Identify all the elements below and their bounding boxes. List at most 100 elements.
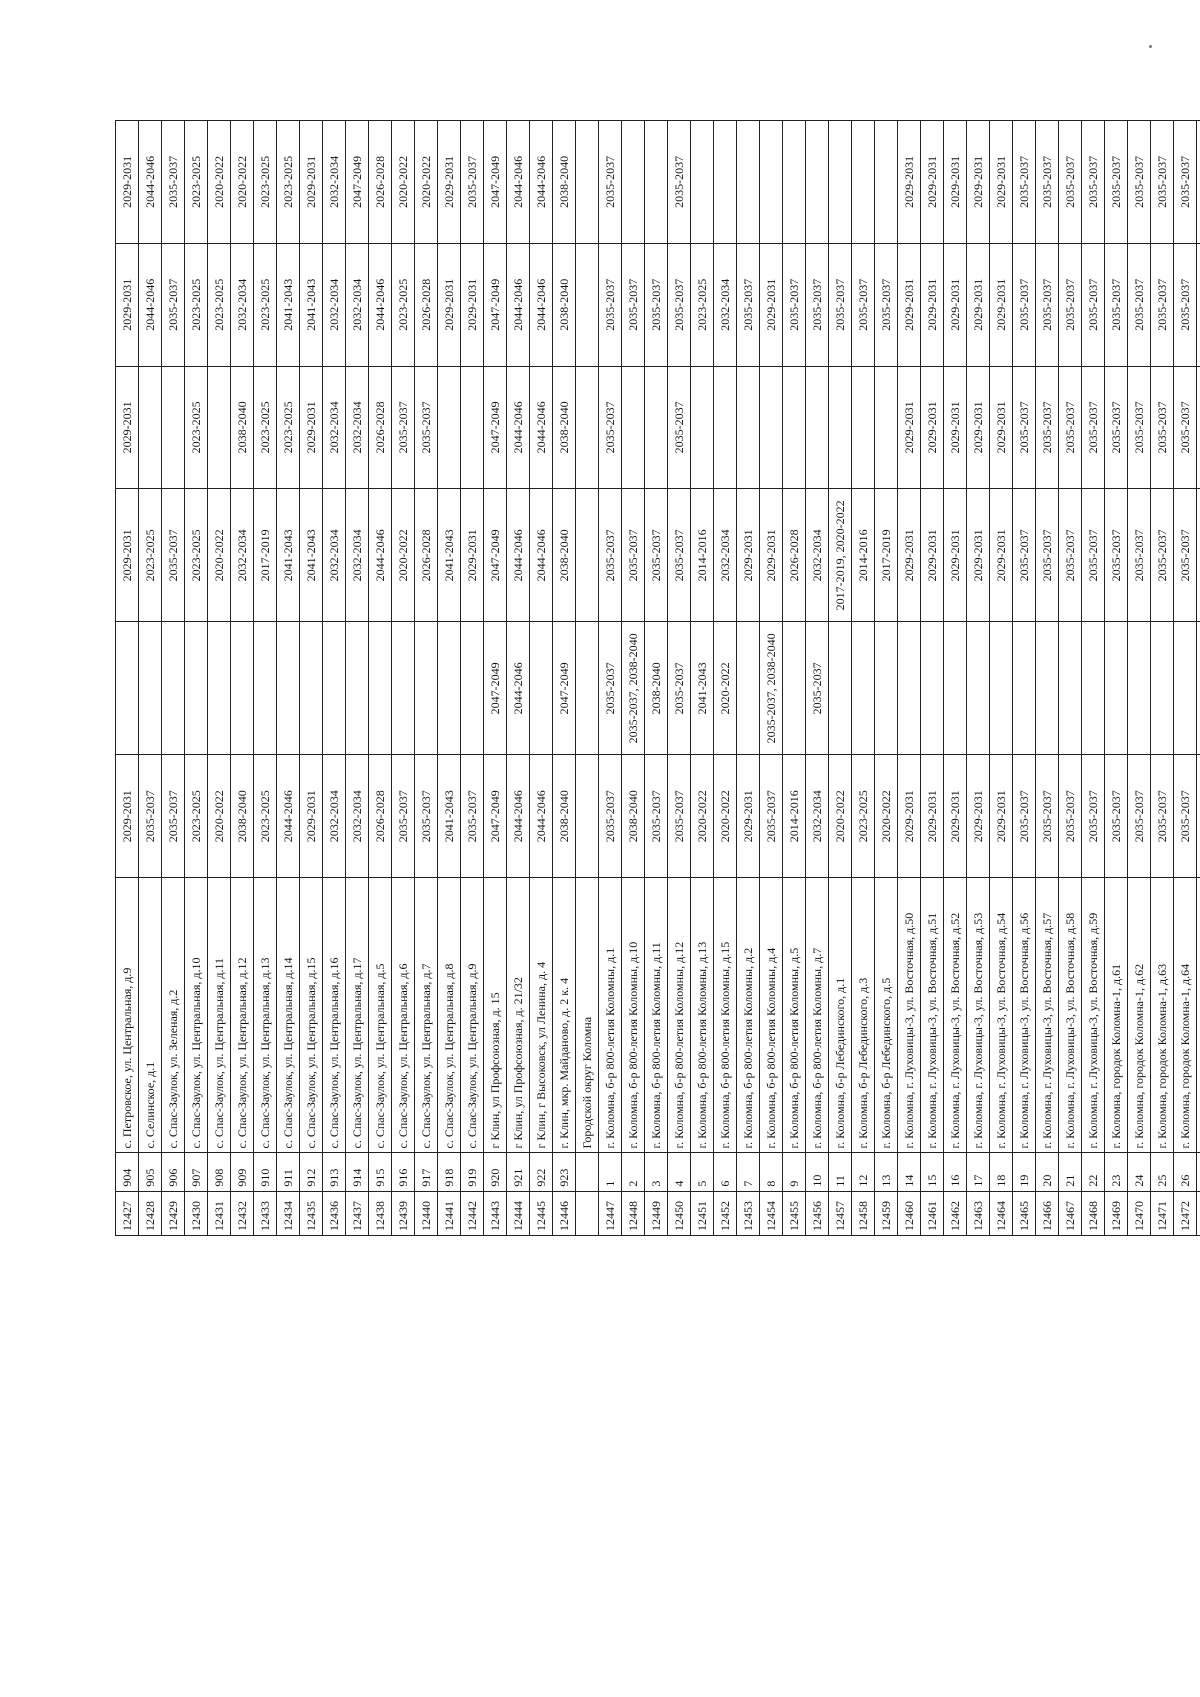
period-cell-2 [115, 621, 139, 755]
period-cell-6: 2020-2022 [414, 120, 438, 244]
period-cell-2: 2047-2049 [552, 621, 576, 755]
period-cell-2 [874, 621, 898, 755]
row-id-cell: 12463 [966, 1191, 990, 1236]
period-cell-3: 2032-2034 [230, 488, 254, 622]
row-number-cell [575, 1153, 599, 1192]
period-cell-1: 2029-2031 [897, 754, 921, 878]
period-cell-5: 2044-2046 [506, 243, 530, 367]
period-cell-6: 2035-2037 [1127, 120, 1151, 244]
address-cell: с. Петровское, ул. Центральная, д.9 [115, 877, 139, 1153]
period-cell-4 [207, 366, 231, 489]
period-cell-5: 2023-2025 [184, 243, 208, 367]
period-cell-5: 2035-2037 [1012, 243, 1036, 367]
row-id-cell: 12458 [851, 1191, 875, 1236]
period-cell-3: 2044-2046 [506, 488, 530, 622]
address-cell: г. Коломна, г. Луховицы-3, ул. Восточная… [989, 877, 1013, 1153]
row-id-cell: 12462 [943, 1191, 967, 1236]
period-cell-1: 2032-2034 [805, 754, 829, 878]
period-cell-2 [230, 621, 254, 755]
period-cell-5: 2032-2034 [230, 243, 254, 367]
row-id-cell: 12435 [299, 1191, 323, 1236]
address-cell: г. Коломна, г. Луховицы-3, ул. Восточная… [1012, 877, 1036, 1153]
row-number-cell: 912 [299, 1153, 323, 1192]
row-number-cell: 17 [966, 1153, 990, 1192]
period-cell-2: 2038-2040 [644, 621, 668, 755]
period-cell-6 [759, 120, 783, 244]
address-cell: г. Клин, мкр. Майданово, д. 2 к. 4 [552, 877, 576, 1153]
period-cell-6: 2023-2025 [276, 120, 300, 244]
address-cell: г. Коломна, б-р Лебединского, д.5 [874, 877, 898, 1153]
period-cell-2: 2047-2049 [483, 621, 507, 755]
period-cell-6: 2029-2031 [920, 120, 944, 244]
period-cell-1: 2035-2037 [1196, 754, 1200, 878]
address-cell: г. Коломна, городок Коломна-1, д.71 [1196, 877, 1200, 1153]
period-cell-1: 2035-2037 [759, 754, 783, 878]
period-cell-1: 2047-2049 [483, 754, 507, 878]
period-cell-3: 2035-2037 [598, 488, 622, 622]
row-number-cell: 24 [1127, 1153, 1151, 1192]
period-cell-5: 2035-2037 [736, 243, 760, 367]
period-cell-1: 2035-2037 [1058, 754, 1082, 878]
period-cell-4: 2032-2034 [322, 366, 346, 489]
row-id-cell: 12446 [552, 1191, 576, 1236]
row-number-cell: 905 [138, 1153, 162, 1192]
period-cell-2 [966, 621, 990, 755]
period-cell-1: 2029-2031 [989, 754, 1013, 878]
period-cell-6: 2029-2031 [299, 120, 323, 244]
period-cell-6: 2038-2040 [552, 120, 576, 244]
row-id-cell: 12428 [138, 1191, 162, 1236]
period-cell-5: 2041-2043 [276, 243, 300, 367]
row-id-cell: 12459 [874, 1191, 898, 1236]
period-cell-4: 2035-2037 [1173, 366, 1197, 489]
row-number-cell: 12 [851, 1153, 875, 1192]
period-cell-5: 2038-2040 [552, 243, 576, 367]
row-number-cell: 15 [920, 1153, 944, 1192]
period-cell-4 [575, 366, 599, 489]
row-id-cell: 12439 [391, 1191, 415, 1236]
period-cell-2 [161, 621, 185, 755]
period-cell-6: 2035-2037 [460, 120, 484, 244]
period-cell-1: 2035-2037 [644, 754, 668, 878]
period-cell-5: 2029-2031 [437, 243, 461, 367]
period-cell-5: 2035-2037 [1081, 243, 1105, 367]
period-cell-4: 2047-2049 [483, 366, 507, 489]
period-cell-6: 2035-2037 [1058, 120, 1082, 244]
period-cell-6: 2035-2037 [1035, 120, 1059, 244]
period-cell-3: 2044-2046 [368, 488, 392, 622]
address-cell: с. Спас-Заулок, ул. Центральная, д.6 [391, 877, 415, 1153]
period-cell-5: 2032-2034 [713, 243, 737, 367]
row-id-cell: 12466 [1035, 1191, 1059, 1236]
period-cell-1: 2020-2022 [713, 754, 737, 878]
row-number-cell: 3 [644, 1153, 668, 1192]
period-cell-1: 2044-2046 [529, 754, 553, 878]
period-cell-6: 2044-2046 [506, 120, 530, 244]
period-cell-4: 2044-2046 [529, 366, 553, 489]
period-cell-4: 2035-2037 [1150, 366, 1174, 489]
row-number-cell: 10 [805, 1153, 829, 1192]
period-cell-4 [851, 366, 875, 489]
row-id-cell: 12457 [828, 1191, 852, 1236]
row-number-cell: 23 [1104, 1153, 1128, 1192]
period-cell-3: 2032-2034 [322, 488, 346, 622]
period-cell-5: 2041-2043 [299, 243, 323, 367]
period-cell-4 [161, 366, 185, 489]
period-cell-4 [138, 366, 162, 489]
period-cell-5: 2023-2025 [690, 243, 714, 367]
period-cell-3: 2014-2016 [851, 488, 875, 622]
period-cell-5: 2044-2046 [138, 243, 162, 367]
row-id-cell: 12437 [345, 1191, 369, 1236]
row-number-cell: 21 [1058, 1153, 1082, 1192]
row-id-cell: 12443 [483, 1191, 507, 1236]
period-cell-3: 2017-2019 [874, 488, 898, 622]
row-number-cell: 910 [253, 1153, 277, 1192]
period-cell-5: 2035-2037 [1058, 243, 1082, 367]
period-cell-6: 2029-2031 [989, 120, 1013, 244]
